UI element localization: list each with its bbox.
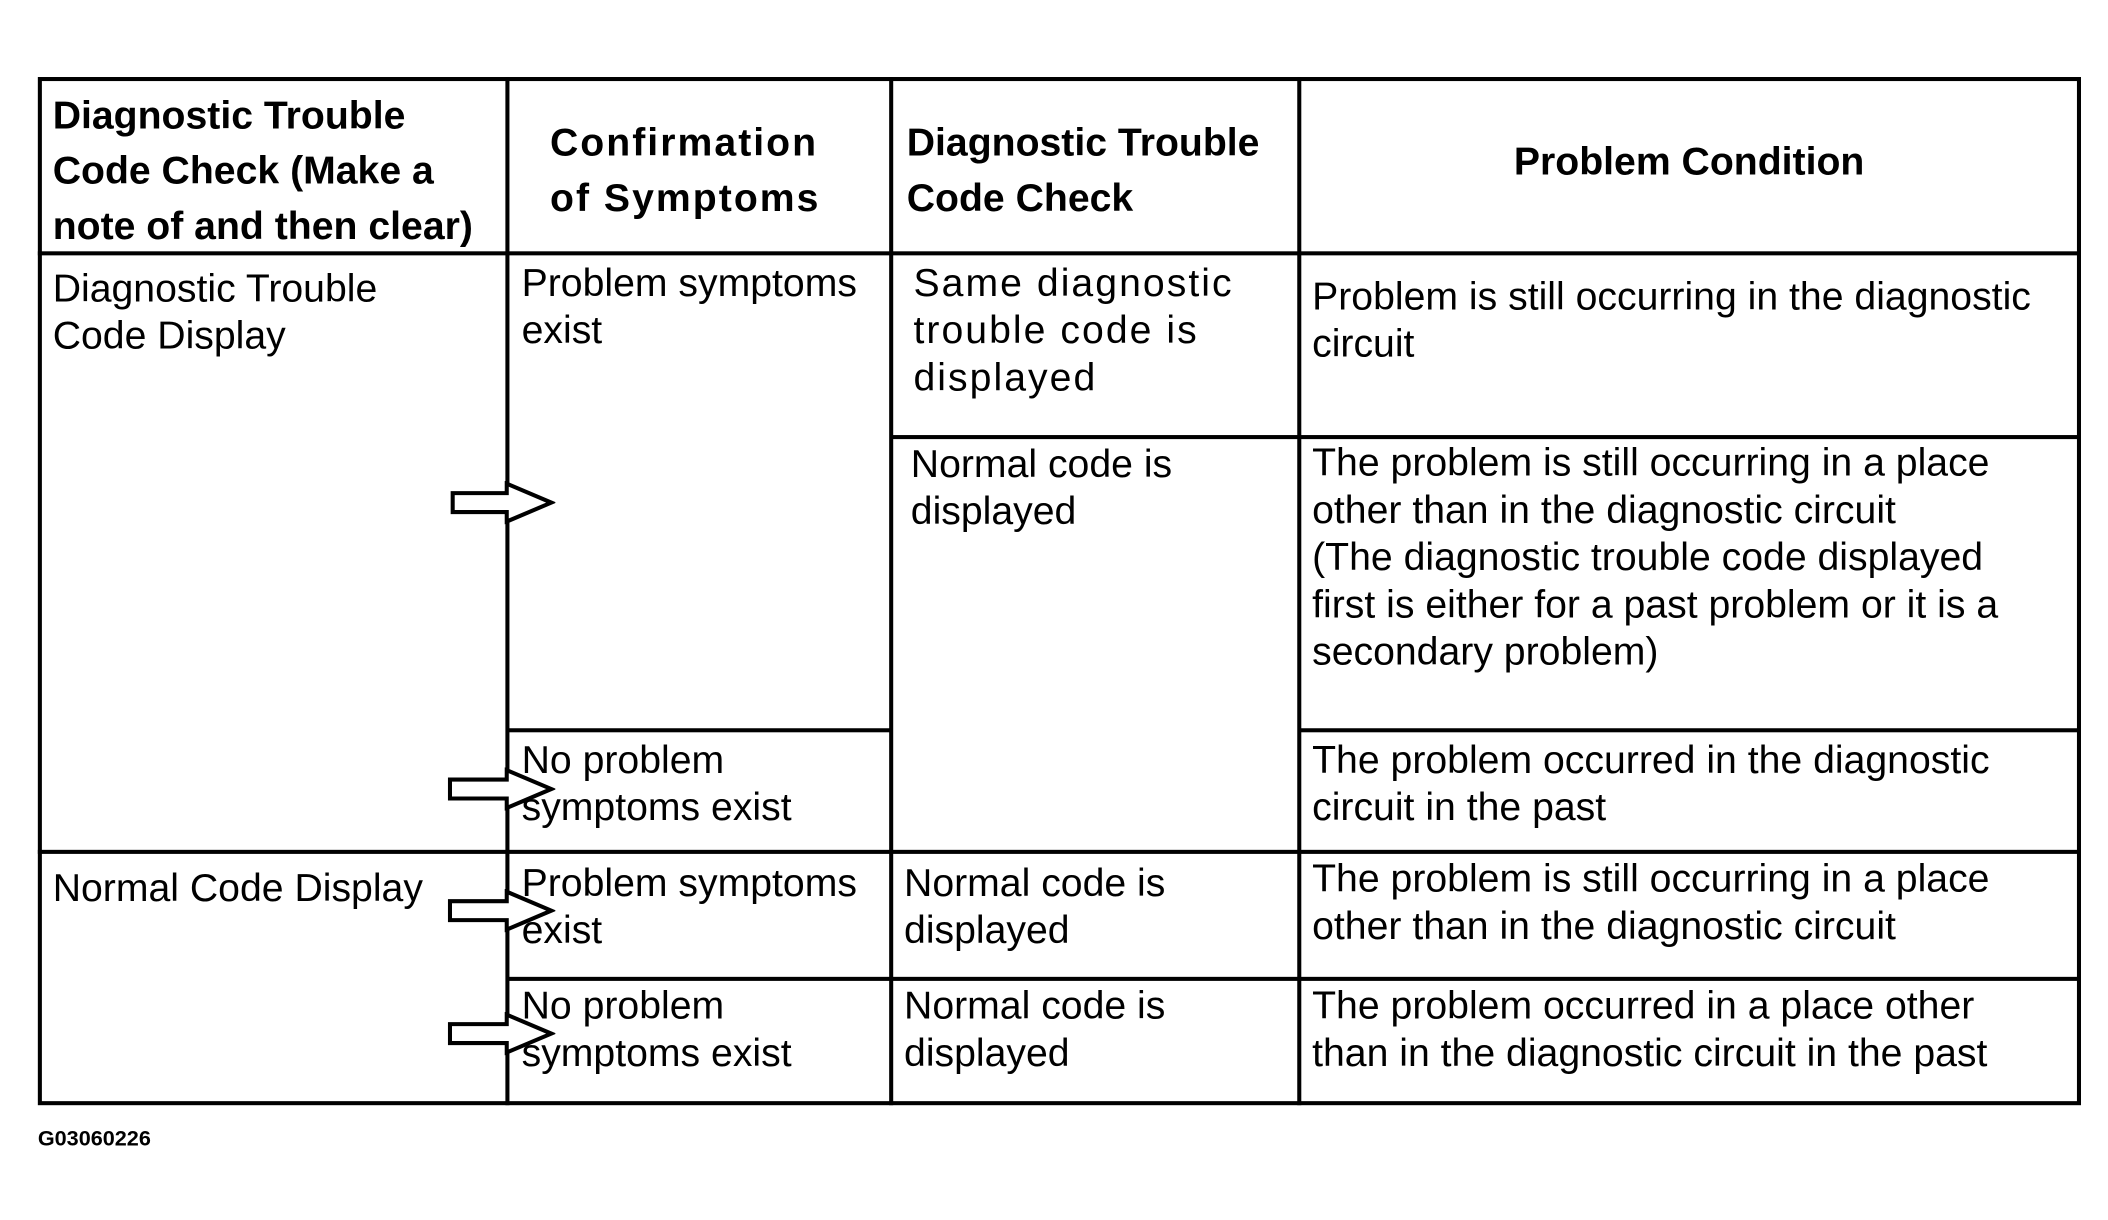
arrow-right-icon <box>447 1011 556 1056</box>
diagnostic-table <box>37 77 2082 1106</box>
no-symptoms-cell: No problem symptoms exist <box>521 739 792 830</box>
figure-code: G03060226 <box>37 1128 151 1152</box>
column-divider <box>505 77 510 1106</box>
condition-still-occurring-other-place: The problem is still occurring in a plac… <box>1312 857 1990 949</box>
row-divider <box>890 435 2082 440</box>
condition-occurred-diagnostic-past: The problem occurred in the diagnostic c… <box>1312 739 1990 830</box>
dtc-display-label: Diagnostic Trouble Code Display <box>52 267 378 359</box>
header-confirmation-of-symptoms: Confirmation of Symptoms <box>549 121 821 221</box>
condition-occurred-other-place-past: The problem occurred in a place other th… <box>1312 984 1988 1076</box>
section-divider <box>37 849 2082 854</box>
symptoms-exist-cell: Problem symptoms exist <box>521 862 857 953</box>
row-divider <box>506 728 892 733</box>
arrow-right-icon <box>447 889 556 933</box>
header-divider <box>37 251 2082 256</box>
condition-still-occurring-diagnostic: Problem is still occurring in the diagno… <box>1312 275 2031 367</box>
header-problem-condition: Problem Condition <box>1513 140 1865 184</box>
normal-code-displayed-cell: Normal code is displayed <box>904 984 1166 1076</box>
column-divider <box>889 77 894 1106</box>
row-divider <box>506 976 2082 981</box>
row-divider <box>1298 728 2082 733</box>
no-symptoms-cell: No problem symptoms exist <box>521 984 792 1076</box>
normal-code-displayed-cell: Normal code is displayed <box>910 443 1173 534</box>
arrow-right-icon <box>447 767 556 811</box>
condition-still-occurring-other-place: The problem is still occurring in a plac… <box>1312 441 1999 675</box>
arrow-right-icon <box>450 480 556 525</box>
symptoms-exist-cell: Problem symptoms exist <box>521 262 857 353</box>
normal-code-displayed-cell: Normal code is displayed <box>904 862 1166 953</box>
header-dtc-check: Diagnostic Trouble Code Check <box>906 121 1260 221</box>
column-divider <box>1297 77 1302 1106</box>
normal-code-display-label: Normal Code Display <box>52 867 423 911</box>
header-dtc-check-clear: Diagnostic Trouble Code Check (Make a no… <box>52 94 473 249</box>
same-dtc-displayed-cell: Same diagnostic trouble code is displaye… <box>913 262 1234 400</box>
